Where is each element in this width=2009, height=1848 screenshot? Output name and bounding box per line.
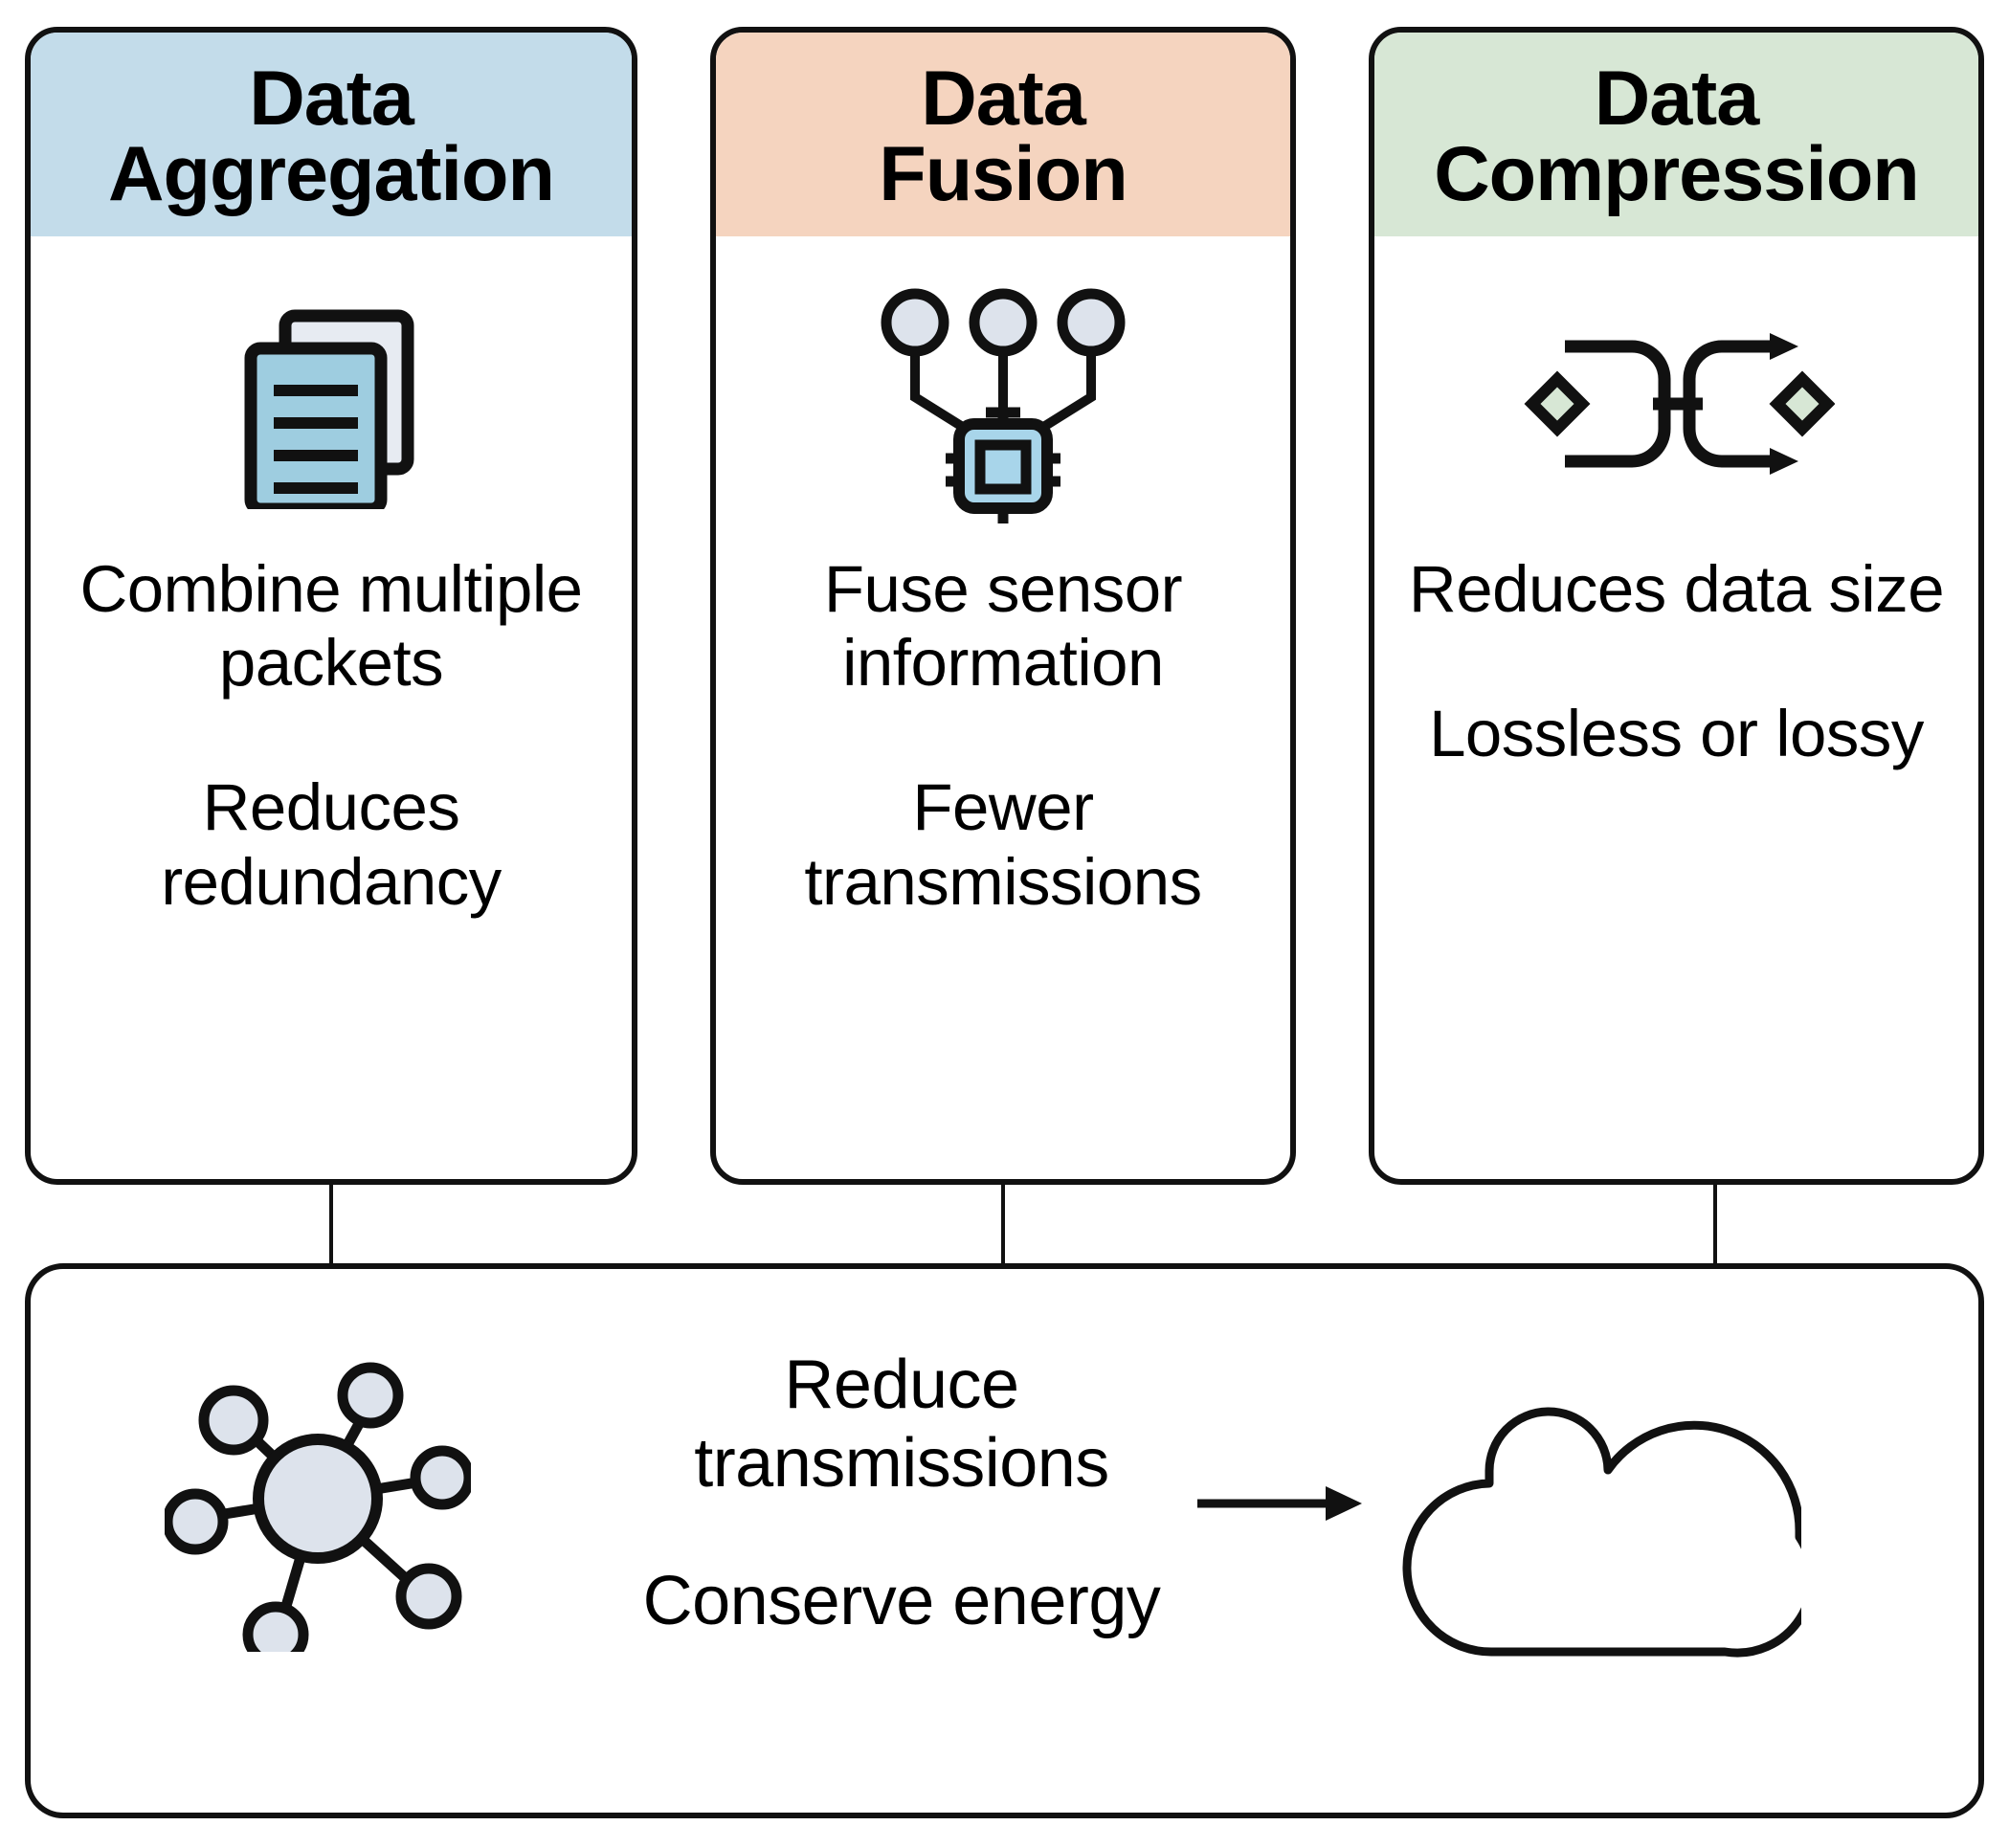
card-body-data-compression: Reduces data size Lossless or lossy xyxy=(1374,236,1978,1179)
card-data-fusion[interactable]: Data Fusion xyxy=(710,27,1296,1185)
outcome-text-block: Reduce transmissions Conserve energy xyxy=(567,1346,1237,1640)
card-text-aggregation-2: Reduces redundancy xyxy=(161,770,502,919)
card-text-compression-1: Reduces data size xyxy=(1408,551,1945,626)
card-header-data-compression: Data Compression xyxy=(1374,33,1978,236)
icon-slot-aggregation xyxy=(226,275,436,533)
card-text-fusion-1: Fuse sensor information xyxy=(823,551,1183,701)
card-text-fusion-2: Fewer transmissions xyxy=(804,770,1202,919)
connector-fusion-to-panel xyxy=(1001,1184,1005,1266)
outcome-text-line-3: Conserve energy xyxy=(642,1563,1161,1640)
card-text-aggregation-1: Combine multiple packets xyxy=(79,551,583,701)
card-title-line2: Fusion xyxy=(879,131,1127,218)
network-icon-slot xyxy=(162,1346,475,1668)
card-title-line1: Data xyxy=(921,56,1086,142)
card-header-data-fusion: Data Fusion xyxy=(716,33,1290,236)
card-title-line1: Data xyxy=(1594,56,1760,142)
icon-slot-fusion xyxy=(869,275,1137,533)
card-body-data-fusion: Fuse sensor information Fewer transmissi… xyxy=(716,236,1290,1179)
card-title-line2: Aggregation xyxy=(108,131,555,218)
outcome-panel[interactable]: Reduce transmissions Conserve energy xyxy=(25,1263,1984,1818)
card-title-line1: Data xyxy=(249,56,414,142)
arrow-icon-slot xyxy=(1194,1475,1366,1537)
card-data-compression[interactable]: Data Compression xyxy=(1369,27,1984,1185)
cloud-icon xyxy=(1402,1407,1817,1658)
icon-slot-compression xyxy=(1519,275,1835,533)
right-arrow-icon xyxy=(1197,1486,1362,1521)
star-network-topology-icon xyxy=(162,1362,475,1668)
card-text-compression-2: Lossless or lossy xyxy=(1429,697,1924,771)
cloud-icon-slot xyxy=(1390,1326,1817,1676)
compression-funnel-icon xyxy=(1524,332,1835,475)
connector-compression-to-panel xyxy=(1713,1184,1717,1266)
outcome-text-line-2: transmissions xyxy=(694,1425,1109,1503)
card-title-line2: Compression xyxy=(1434,131,1920,218)
connector-aggregation-to-panel xyxy=(329,1184,333,1266)
sensor-fusion-chip-icon xyxy=(881,288,1126,523)
card-data-aggregation[interactable]: Data Aggregation Combine multiple packet… xyxy=(25,27,637,1185)
outcome-text-line-1: Reduce xyxy=(784,1347,1019,1423)
card-body-data-aggregation: Combine multiple packets Reduces redunda… xyxy=(31,236,632,1179)
stacked-documents-icon xyxy=(244,309,414,509)
card-header-data-aggregation: Data Aggregation xyxy=(31,33,632,236)
